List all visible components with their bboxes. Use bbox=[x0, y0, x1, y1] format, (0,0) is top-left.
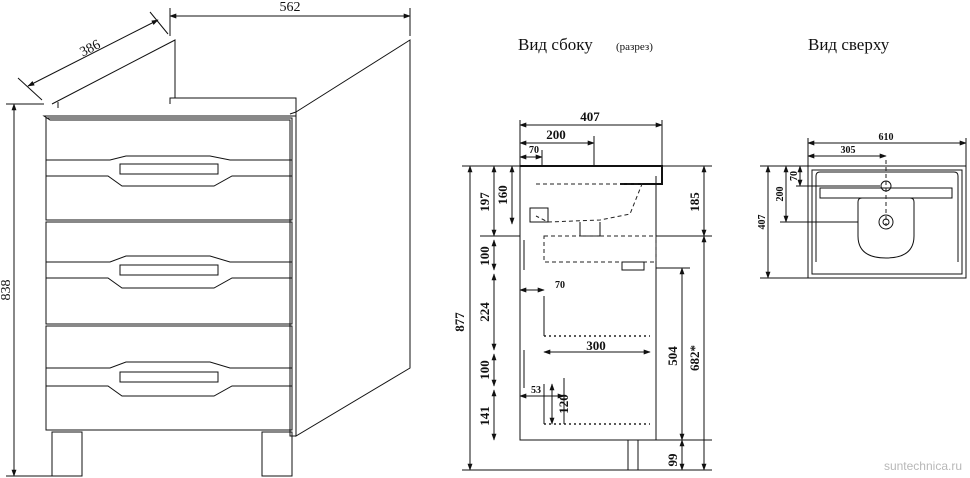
dim-top-width: 610 bbox=[879, 132, 894, 143]
dim-100-bottom: 100 bbox=[477, 360, 492, 380]
top-view-title: Вид сверху bbox=[808, 35, 890, 54]
dim-top-half: 305 bbox=[841, 145, 856, 156]
cabinet-section-outline bbox=[519, 166, 657, 441]
dim-total-height: 877 bbox=[452, 312, 467, 332]
dim-depth: 386 bbox=[78, 37, 104, 60]
dim-99: 99 bbox=[665, 453, 680, 467]
cabinet-carcass bbox=[42, 115, 297, 437]
drawer-top bbox=[45, 117, 293, 221]
dim-side-depth: 407 bbox=[580, 109, 600, 124]
dim-504: 504 bbox=[665, 346, 680, 366]
dim-height: 838 bbox=[0, 280, 14, 301]
dim-300: 300 bbox=[586, 338, 606, 353]
dim-top-depth: 407 bbox=[757, 215, 768, 230]
dim-160: 160 bbox=[495, 185, 510, 205]
dim-224: 224 bbox=[477, 302, 492, 322]
drawer-bottom bbox=[45, 325, 293, 431]
basin-section bbox=[535, 183, 643, 223]
drawer-handle bbox=[119, 264, 219, 276]
dim-100-top: 100 bbox=[477, 246, 492, 266]
dim-185: 185 bbox=[687, 192, 702, 212]
dim-top-70: 70 bbox=[789, 171, 800, 181]
dim-120: 120 bbox=[556, 394, 571, 414]
bowl-outline bbox=[857, 197, 915, 259]
side-view-title: Вид сбоку bbox=[518, 35, 593, 54]
dim-141: 141 bbox=[477, 406, 492, 426]
cabinet-side-panel bbox=[295, 39, 411, 437]
dim-top-200: 200 bbox=[775, 187, 786, 202]
side-leg bbox=[627, 439, 639, 471]
drawer-handle bbox=[119, 371, 219, 383]
side-view-note: (разрез) bbox=[616, 41, 653, 53]
siphon bbox=[529, 207, 549, 223]
watermark: suntechnica.ru bbox=[884, 459, 962, 473]
isometric-view: 562 386 838 bbox=[0, 0, 411, 477]
dim-basin-depth: 200 bbox=[546, 127, 566, 142]
cabinet-leg-left bbox=[51, 431, 83, 477]
dim-682: 682* bbox=[687, 345, 702, 371]
dim-197: 197 bbox=[477, 192, 492, 212]
drawer-handle bbox=[119, 163, 219, 175]
side-view: Вид сбоку (разрез) 407 200 70 877 bbox=[452, 35, 712, 471]
dim-width: 562 bbox=[280, 0, 301, 15]
drain-hole bbox=[878, 214, 894, 230]
drawer-middle bbox=[45, 221, 293, 325]
top-view: Вид сверху 610 305 407 200 70 bbox=[757, 35, 967, 279]
dim-53: 53 bbox=[531, 385, 541, 396]
dim-inner-70: 70 bbox=[555, 280, 565, 291]
cabinet-leg-right bbox=[261, 431, 293, 477]
dim-basin-offset: 70 bbox=[529, 145, 539, 156]
